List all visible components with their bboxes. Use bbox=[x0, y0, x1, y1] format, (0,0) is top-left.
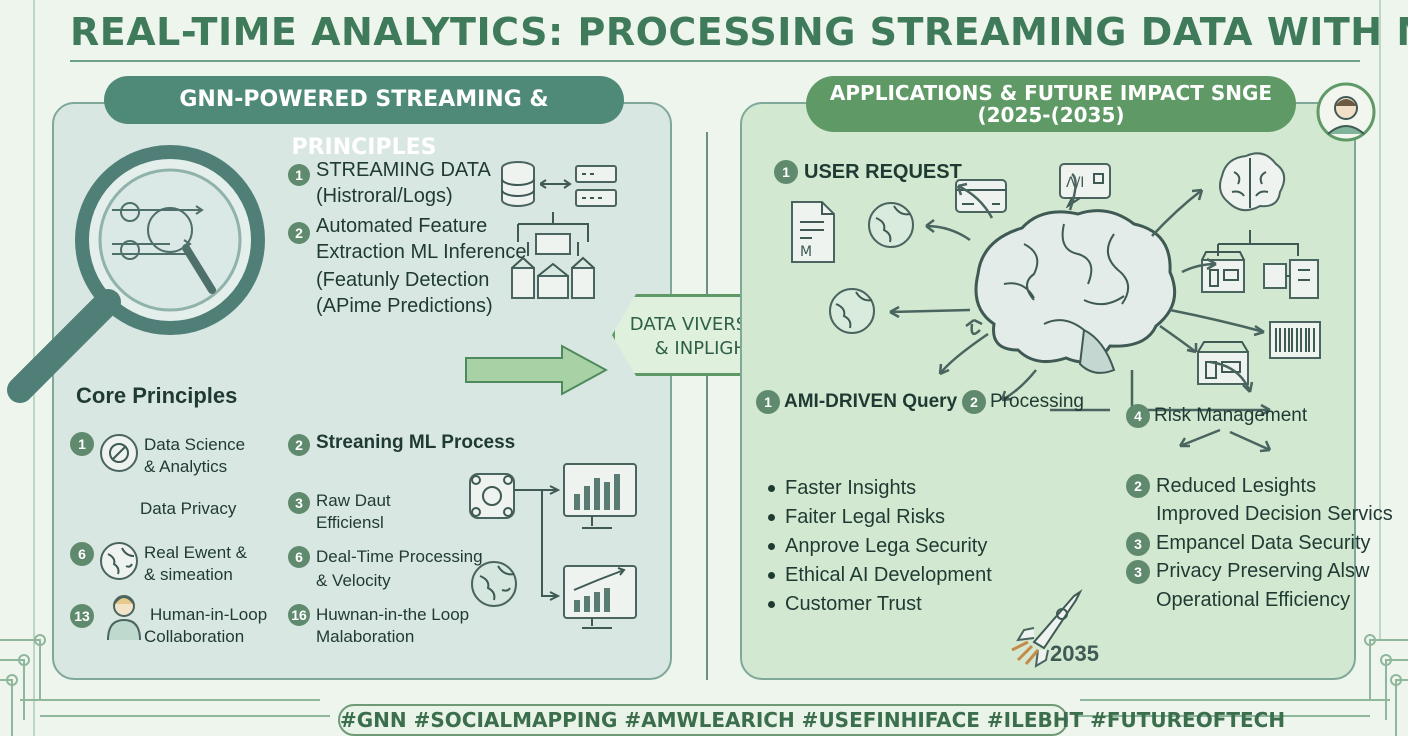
globe-icon bbox=[829, 288, 875, 334]
list-item: Faiter Legal Risks bbox=[768, 505, 992, 534]
list-item: Customer Trust bbox=[768, 592, 992, 621]
process-number: 16 bbox=[288, 604, 310, 626]
processing-number: 2 bbox=[962, 390, 986, 414]
globe-icon bbox=[471, 561, 517, 607]
credit-card-icon bbox=[955, 179, 1007, 213]
processing-label: Processing bbox=[990, 391, 1084, 412]
process-label: & Velocity bbox=[316, 571, 391, 590]
magnifier-icon bbox=[7, 145, 265, 403]
step-label: Extraction ML Inference bbox=[316, 241, 527, 263]
barcode-icon bbox=[1269, 321, 1321, 359]
arrow-right-icon bbox=[465, 344, 608, 396]
user-request-label: USER REQUEST bbox=[804, 161, 962, 183]
process-label: Huwnan-in-the Loop bbox=[316, 605, 470, 624]
outcome-label: Empancel Data Security bbox=[1156, 532, 1371, 554]
process-number: 2 bbox=[288, 434, 310, 456]
database-icon bbox=[501, 161, 535, 207]
core-principles-title: Core Principles bbox=[76, 383, 238, 408]
process-label: Malaboration bbox=[316, 627, 415, 646]
connector-arrows bbox=[889, 173, 1272, 453]
person-icon bbox=[107, 595, 141, 641]
globe-icon bbox=[100, 542, 138, 580]
step-label: STREAMING DATA bbox=[316, 159, 491, 181]
list-item: Faster Insights bbox=[768, 476, 992, 505]
process-label: Raw Daut bbox=[316, 491, 391, 510]
outcome-label: Improved Decision Servics bbox=[1156, 503, 1393, 525]
process-title: Streaning ML Process bbox=[316, 432, 516, 453]
outcome-number: 2 bbox=[1126, 474, 1150, 498]
outcome-label: Operational Efficiency bbox=[1156, 589, 1351, 611]
step-number: 2 bbox=[288, 222, 310, 244]
query-number: 1 bbox=[756, 390, 780, 414]
analytics-icon bbox=[100, 434, 138, 472]
risk-number: 4 bbox=[1126, 404, 1150, 428]
step-label: (Histroral/Logs) bbox=[316, 185, 453, 207]
panel-divider bbox=[706, 132, 708, 680]
principle-number: 13 bbox=[70, 604, 94, 628]
benefit-label: Faster Insights bbox=[785, 477, 917, 499]
avatar-icon bbox=[1316, 82, 1376, 142]
step-label: Automated Feature bbox=[316, 215, 488, 237]
principle-label: Data Privacy bbox=[140, 499, 237, 518]
left-panel-header: GNN-POWERED STREAMING & PRINCIPLES bbox=[104, 76, 624, 160]
outcome-number: 3 bbox=[1126, 532, 1150, 556]
store-icon bbox=[1197, 341, 1249, 385]
principle-label: Human-in-Loop bbox=[150, 605, 268, 624]
document-icon: M bbox=[791, 201, 835, 263]
right-panel-header: APPLICATIONS & FUTURE IMPACT SNGE (2025-… bbox=[806, 76, 1296, 132]
benefit-label: Customer Trust bbox=[785, 593, 922, 615]
principle-label: Real Ewent & bbox=[144, 543, 247, 562]
step-number: 1 bbox=[288, 164, 310, 186]
store-icon bbox=[1201, 230, 1319, 299]
query-label: AMI-DRIVEN Query bbox=[784, 391, 958, 412]
list-item: Anprove Lega Security bbox=[768, 534, 992, 563]
principle-label: Collaboration bbox=[144, 627, 245, 646]
principle-number: 1 bbox=[70, 432, 94, 456]
risk-label: Risk Management bbox=[1154, 405, 1308, 426]
brain-icon bbox=[974, 209, 1177, 374]
process-label: Efficiensl bbox=[316, 513, 384, 532]
process-label: Deal-Time Processing bbox=[316, 547, 483, 566]
principle-number: 6 bbox=[70, 542, 94, 566]
benefit-label: Faiter Legal Risks bbox=[785, 506, 946, 528]
outcome-number: 3 bbox=[1126, 560, 1150, 584]
factory-icon bbox=[511, 212, 595, 299]
benefit-label: Anprove Lega Security bbox=[785, 535, 988, 557]
benefit-label: Ethical AI Development bbox=[785, 564, 992, 586]
server-icon bbox=[540, 165, 617, 207]
process-number: 6 bbox=[288, 546, 310, 568]
page-title: REAL-TIME ANALYTICS: PROCESSING STREAMIN… bbox=[70, 10, 1408, 54]
principle-label: & simeation bbox=[144, 565, 233, 584]
title-underline bbox=[70, 60, 1360, 62]
target-year: 2035 bbox=[1050, 641, 1099, 666]
svg-text:M: M bbox=[800, 244, 812, 260]
brain-icon bbox=[1219, 152, 1286, 212]
outcome-label: Privacy Preserving Alsw bbox=[1156, 560, 1370, 582]
step-label: (APime Predictions) bbox=[316, 295, 493, 317]
benefits-list: Faster Insights Faiter Legal Risks Anpro… bbox=[768, 476, 992, 621]
right-panel-header-line: APPLICATIONS & FUTURE IMPACT SNGE bbox=[829, 81, 1273, 105]
step-label: (Featunly Detection bbox=[316, 269, 490, 291]
user-request-number: 1 bbox=[774, 160, 798, 184]
process-number: 3 bbox=[288, 492, 310, 514]
hashtags-bar: #GNN #SOCIALMAPPING #AMWLEARICH #USEFINH… bbox=[338, 704, 1285, 736]
globe-icon bbox=[868, 202, 914, 248]
rocket-icon bbox=[1011, 589, 1083, 668]
principle-label: & Analytics bbox=[144, 457, 228, 476]
outcome-label: Reduced Lesights bbox=[1156, 475, 1317, 497]
right-panel-header-line: (2025-(2035) bbox=[977, 103, 1125, 127]
list-item: Ethical AI Development bbox=[768, 563, 992, 592]
network-process-diagram bbox=[469, 463, 637, 629]
principle-label: Data Science bbox=[144, 435, 246, 454]
